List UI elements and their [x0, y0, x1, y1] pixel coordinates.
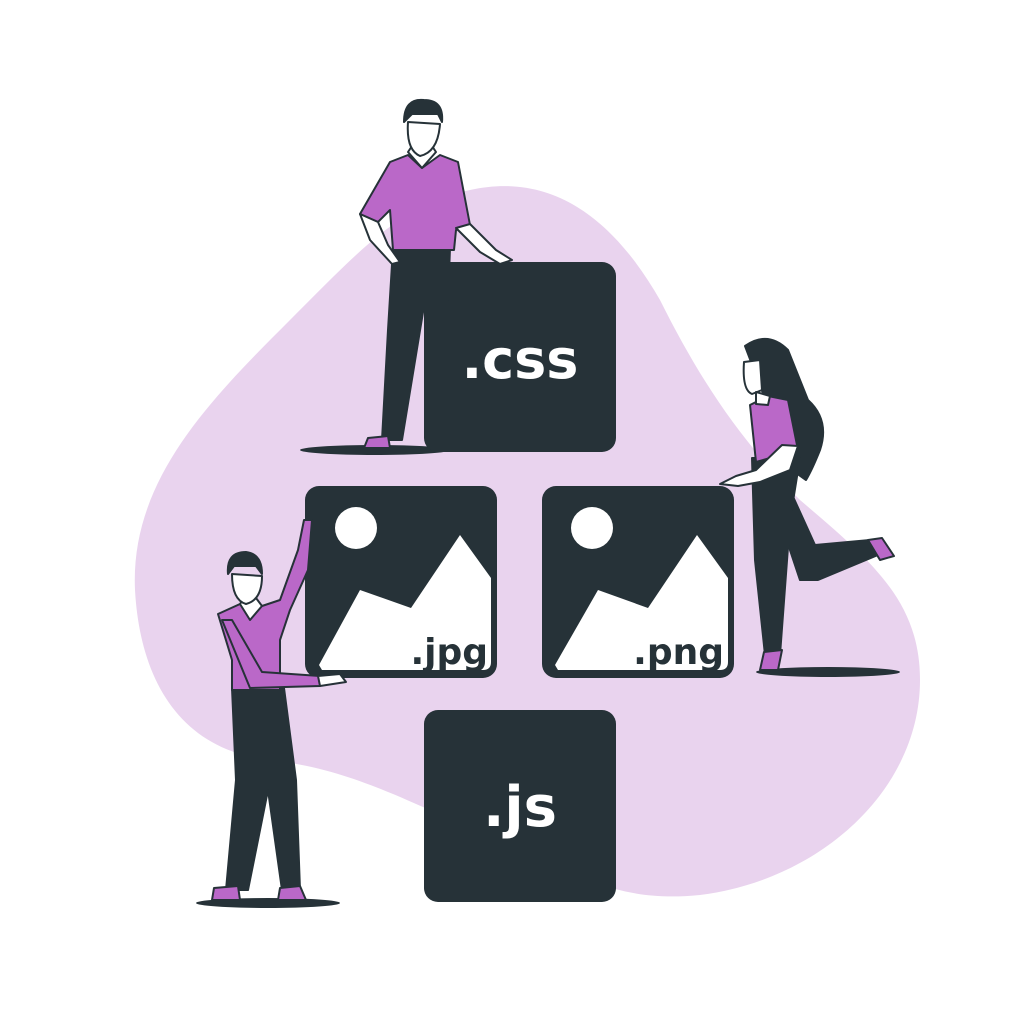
tile-jpg-label: .jpg: [410, 632, 488, 673]
tile-css: .css: [424, 262, 616, 452]
person-man-top: [359, 98, 513, 449]
background-blob: [134, 186, 920, 897]
tile-jpg: .jpg: [305, 486, 497, 678]
sun-icon: [571, 507, 613, 549]
person-woman-right: [719, 338, 895, 671]
mountain-icon: [319, 535, 491, 670]
shadow-right: [756, 667, 900, 677]
tile-png-label: .png: [633, 632, 724, 673]
shadow-top: [300, 445, 450, 455]
mountain-icon: [555, 535, 728, 670]
tile-css-label: .css: [462, 328, 579, 391]
tile-js: .js: [424, 710, 616, 902]
tile-png: .png: [542, 486, 734, 678]
sun-icon: [335, 507, 377, 549]
person-man-left: [211, 519, 347, 901]
tile-js-label: .js: [483, 775, 557, 840]
